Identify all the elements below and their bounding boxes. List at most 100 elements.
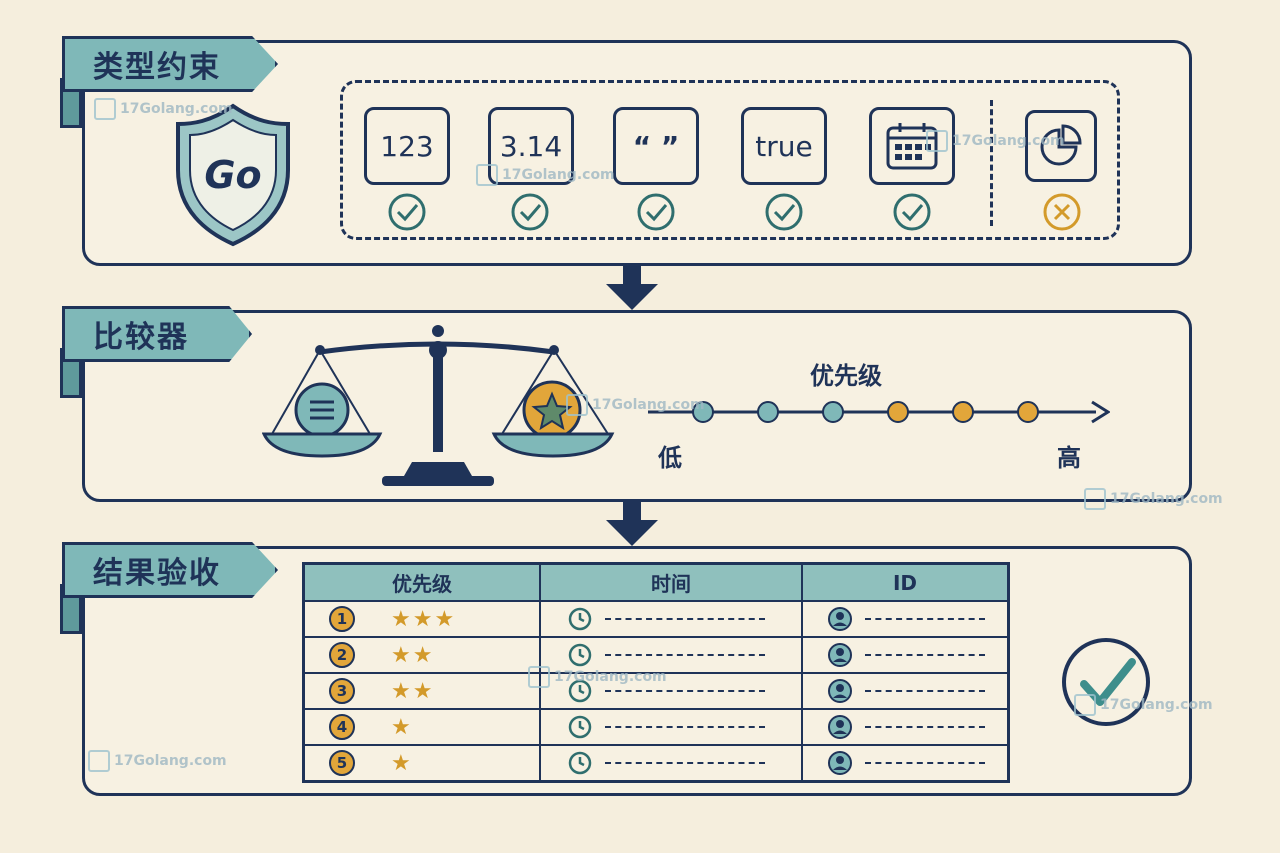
time-cell bbox=[539, 672, 802, 710]
priority-cell: 1 ★★★ bbox=[303, 600, 540, 638]
priority-axis-title: 优先级 bbox=[810, 362, 882, 390]
placeholder-line bbox=[865, 618, 985, 620]
go-shield-icon: Go bbox=[176, 103, 290, 247]
watermark-logo-icon bbox=[528, 666, 550, 688]
priority-low-label: 低 bbox=[658, 444, 682, 472]
clock-icon bbox=[568, 679, 592, 703]
watermark-logo-icon bbox=[566, 394, 588, 416]
priority-dot bbox=[1017, 401, 1039, 423]
section-title-comparator: 比较器 bbox=[62, 306, 252, 362]
user-icon bbox=[828, 751, 852, 775]
placeholder-line bbox=[605, 726, 765, 728]
priority-cell: 4★ bbox=[303, 708, 540, 746]
type-sample-int: 123 bbox=[364, 107, 450, 185]
table-row: 2 ★★ bbox=[303, 636, 1009, 674]
type-sample-float: 3.14 bbox=[488, 107, 574, 185]
section-title-types-label: 类型约束 bbox=[93, 50, 221, 85]
id-cell bbox=[801, 708, 1009, 746]
priority-axis bbox=[648, 400, 1110, 424]
priority-dot bbox=[692, 401, 714, 423]
time-cell bbox=[539, 708, 802, 746]
watermark-logo-icon bbox=[1084, 488, 1106, 510]
table-row: 5★ bbox=[303, 744, 1009, 783]
watermark: 17Golang.com bbox=[926, 130, 1065, 152]
time-cell bbox=[539, 744, 802, 783]
clock-icon bbox=[568, 643, 592, 667]
star-rating: ★★★ bbox=[391, 606, 457, 632]
section-title-result: 结果验收 bbox=[62, 542, 278, 598]
placeholder-line bbox=[605, 654, 765, 656]
check-icon bbox=[893, 193, 931, 231]
user-icon bbox=[828, 715, 852, 739]
table-row: 3★★ bbox=[303, 672, 1009, 710]
star-rating: ★ bbox=[391, 714, 413, 740]
watermark: 17Golang.com bbox=[94, 98, 233, 120]
flow-arrow-down-icon bbox=[606, 500, 658, 546]
column-header-time: 时间 bbox=[539, 562, 803, 602]
priority-cell: 5★ bbox=[303, 744, 540, 783]
watermark-logo-icon bbox=[476, 164, 498, 186]
user-icon bbox=[828, 643, 852, 667]
balance-scale-icon bbox=[262, 325, 615, 486]
id-cell bbox=[801, 672, 1009, 710]
calendar-icon bbox=[886, 123, 938, 170]
watermark: 17Golang.com bbox=[88, 750, 227, 772]
rank-badge: 3 bbox=[329, 678, 355, 704]
user-icon bbox=[828, 607, 852, 631]
check-icon bbox=[637, 193, 675, 231]
placeholder-line bbox=[605, 618, 765, 620]
clock-icon bbox=[568, 751, 592, 775]
pie-chart-icon bbox=[1040, 124, 1082, 166]
accepted-check-icon bbox=[1062, 638, 1150, 726]
rank-badge: 2 bbox=[329, 642, 355, 668]
reject-icon bbox=[1043, 193, 1081, 231]
rejected-separator bbox=[990, 100, 993, 226]
placeholder-line bbox=[605, 690, 765, 692]
flow-arrow-down-icon bbox=[606, 264, 658, 310]
rank-badge: 4 bbox=[329, 714, 355, 740]
type-samples-group bbox=[340, 80, 1120, 240]
watermark: 17Golang.com bbox=[528, 666, 667, 688]
watermark-logo-icon bbox=[926, 130, 948, 152]
rank-badge: 1 bbox=[329, 606, 355, 632]
type-sample-string: “ ” bbox=[613, 107, 699, 185]
star-rating: ★ bbox=[391, 750, 413, 776]
rank-badge: 5 bbox=[329, 750, 355, 776]
placeholder-line bbox=[865, 654, 985, 656]
priority-dot bbox=[952, 401, 974, 423]
priority-high-label: 高 bbox=[1057, 444, 1081, 472]
section-title-result-label: 结果验收 bbox=[93, 556, 221, 591]
priority-cell: 2 ★★ bbox=[303, 636, 540, 674]
watermark-logo-icon bbox=[88, 750, 110, 772]
watermark: 17Golang.com bbox=[1084, 488, 1223, 510]
table-row: 4★ bbox=[303, 708, 1009, 746]
watermark: 17Golang.com bbox=[476, 164, 615, 186]
result-table: 优先级 时间 ID 1★★★2★★3★★4★5★ bbox=[302, 562, 1010, 783]
watermark-logo-icon bbox=[94, 98, 116, 120]
comparator-panel bbox=[82, 310, 1192, 502]
column-header-id: ID bbox=[801, 562, 1010, 602]
priority-dot bbox=[887, 401, 909, 423]
id-cell bbox=[801, 636, 1009, 674]
section-title-types: 类型约束 bbox=[62, 36, 278, 92]
star-rating: ★★ bbox=[391, 642, 435, 668]
placeholder-line bbox=[865, 762, 985, 764]
time-cell bbox=[539, 636, 802, 674]
type-sample-time bbox=[869, 107, 955, 185]
time-cell bbox=[539, 600, 802, 638]
section-title-comparator-label: 比较器 bbox=[93, 320, 189, 355]
check-icon bbox=[388, 193, 426, 231]
check-icon bbox=[511, 193, 549, 231]
column-header-priority: 优先级 bbox=[302, 562, 541, 602]
placeholder-line bbox=[605, 762, 765, 764]
placeholder-line bbox=[865, 726, 985, 728]
shield-label: Go bbox=[204, 153, 261, 197]
priority-dot bbox=[757, 401, 779, 423]
watermark-logo-icon bbox=[1074, 694, 1096, 716]
priority-cell: 3★★ bbox=[303, 672, 540, 710]
id-cell bbox=[801, 744, 1009, 783]
clock-icon bbox=[568, 715, 592, 739]
type-sample-unsupported bbox=[1025, 110, 1097, 182]
check-icon bbox=[765, 193, 803, 231]
watermark: 17Golang.com bbox=[1074, 694, 1213, 716]
